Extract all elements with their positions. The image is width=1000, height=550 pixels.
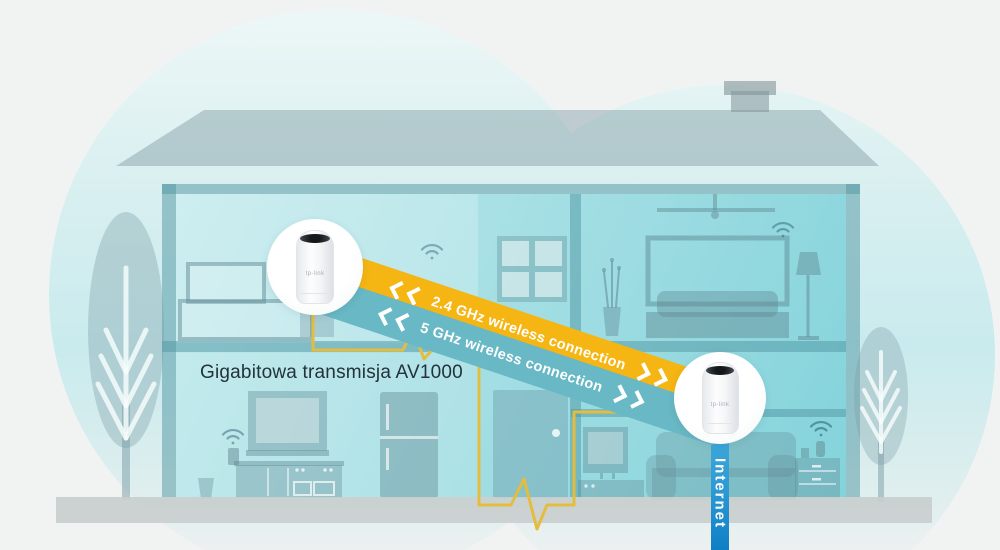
device-top-cap (705, 366, 735, 375)
wall-tv (246, 391, 329, 456)
room-kitchen (176, 353, 478, 497)
deco-device: tp-link (296, 230, 334, 304)
ceiling-lamp (657, 194, 775, 219)
mesh-device-upstairs: tp-link (267, 219, 363, 315)
plant-icon (602, 258, 621, 336)
floor-lamp-icon (796, 252, 821, 340)
mesh-device-downstairs: tp-link (674, 352, 766, 444)
chevron-right-icon (608, 384, 645, 409)
trash-can-icon (198, 478, 214, 499)
internet-label: Internet (711, 458, 729, 530)
device-seam (706, 423, 734, 424)
side-table (795, 441, 840, 498)
kitchen-counter (234, 461, 344, 498)
bed-bedroom (645, 235, 790, 338)
device-logo: tp-link (305, 271, 325, 278)
device-top-cap (300, 234, 330, 243)
deco-device: tp-link (701, 362, 739, 434)
chimney (724, 81, 776, 112)
tree-icon (88, 212, 164, 500)
tree-icon (854, 327, 908, 502)
device-logo: tp-link (710, 402, 730, 409)
window-icon (497, 236, 567, 302)
device-seam (301, 293, 329, 294)
door (493, 390, 568, 498)
roof (116, 110, 879, 166)
wifi-icon (221, 428, 245, 445)
wifi-icon (771, 221, 795, 238)
fridge-icon (380, 392, 438, 498)
tv-console (578, 427, 644, 497)
chevron-left-icon (378, 307, 414, 332)
wifi-icon (420, 243, 444, 260)
powerline-label: Gigabitowa transmisja AV1000 (200, 362, 463, 383)
wifi-icon (809, 420, 833, 437)
internet-band: Internet (711, 438, 729, 550)
phone-icon (228, 448, 239, 465)
ground (56, 497, 932, 523)
